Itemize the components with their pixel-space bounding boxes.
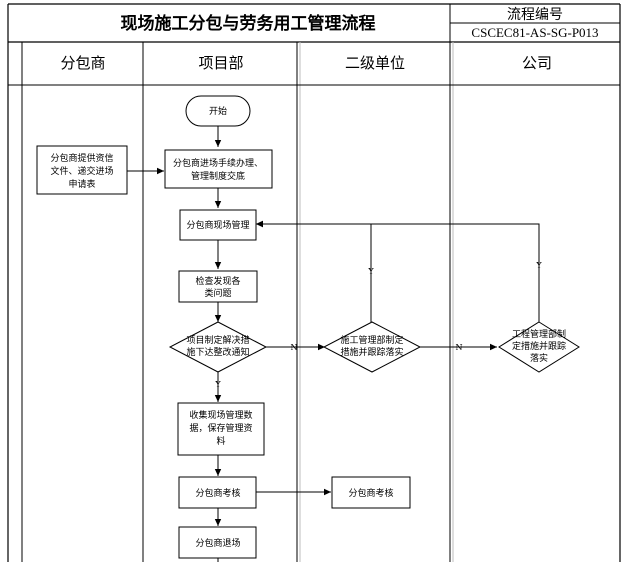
node-exit-label: 分包商退场 <box>195 537 240 549</box>
node-submit-docs-line-1: 分包商提供资信 <box>50 152 113 164</box>
edge-label-yes-company: Y <box>535 261 542 270</box>
node-entry-procedures-line-1: 分包商进场手续办理、 <box>173 157 263 169</box>
lane-header-project: 项目部 <box>198 54 243 72</box>
node-project-rectify-decision: 项目制定解决措 施下达整改通知 <box>168 321 268 373</box>
node-collect-data-line-1: 收集现场管理数 <box>189 409 252 421</box>
node-dept-measures-line-1: 施工管理部制定 <box>340 334 403 346</box>
node-inspect-issues-line-1: 检查发现各 <box>195 275 240 287</box>
lane-header-company: 公司 <box>522 54 552 72</box>
lane-header-subcontractor: 分包商 <box>60 54 105 72</box>
node-site-management: 分包商现场管理 <box>179 209 257 241</box>
edge-label-no-1: N <box>291 343 298 352</box>
node-start-label: 开始 <box>209 105 227 117</box>
swimlane-grid <box>8 42 620 562</box>
node-company-measures-line-2: 定措施并跟踪 <box>512 340 566 352</box>
node-dept-measures-decision: 施工管理部制定 措施并跟踪落实 <box>322 321 422 373</box>
node-submit-docs: 分包商提供资信 文件、递交进场 申请表 <box>36 145 128 195</box>
node-company-measures-line-3: 落实 <box>530 352 548 364</box>
node-project-rectify-line-1: 项目制定解决措 <box>186 334 249 346</box>
edge-dept-yes-back <box>256 220 372 322</box>
header: 现场施工分包与劳务用工管理流程 流程编号 CSCEC81-AS-SG-P013 <box>7 3 621 562</box>
node-submit-docs-line-3: 申请表 <box>68 178 95 190</box>
node-company-measures-decision: 工程管理部制 定措施并跟踪 落实 <box>498 321 580 373</box>
process-code-label: 流程编号 <box>507 7 563 23</box>
node-entry-procedures-line-2: 管理制度交底 <box>191 170 245 182</box>
node-assess-secondary-label: 分包商考核 <box>348 487 393 499</box>
node-entry-procedures: 分包商进场手续办理、 管理制度交底 <box>164 149 273 189</box>
node-assess-project-label: 分包商考核 <box>195 487 240 499</box>
edge-label-no-2: N <box>456 343 463 352</box>
node-company-measures-line-1: 工程管理部制 <box>512 328 566 340</box>
lane-header-secondary-unit: 二级单位 <box>345 54 405 72</box>
page-title: 现场施工分包与劳务用工管理流程 <box>121 13 376 34</box>
node-assess-project: 分包商考核 <box>178 476 257 509</box>
node-exit: 分包商退场 <box>178 526 257 559</box>
node-assess-secondary: 分包商考核 <box>331 476 411 509</box>
node-inspect-issues-line-2: 类问题 <box>204 287 231 299</box>
connectors <box>127 126 540 562</box>
node-project-rectify-line-2: 施下达整改通知 <box>186 346 249 358</box>
node-collect-data-line-3: 料 <box>216 435 225 447</box>
edge-label-yes-collect: Y <box>214 380 221 389</box>
lane-headers: 分包商 项目部 二级单位 公司 <box>60 54 552 72</box>
edge-company-yes-back <box>256 220 540 322</box>
node-dept-measures-line-2: 措施并跟踪落实 <box>340 346 403 358</box>
node-submit-docs-line-2: 文件、递交进场 <box>50 165 113 177</box>
edge-labels: N N Y Y Y <box>214 261 542 389</box>
node-inspect-issues: 检查发现各 类问题 <box>178 270 258 303</box>
edge-label-yes-dept: Y <box>367 267 374 276</box>
node-collect-data-line-2: 据，保存管理资 <box>189 422 252 434</box>
node-collect-data: 收集现场管理数 据，保存管理资 料 <box>177 402 265 456</box>
process-code: CSCEC81-AS-SG-P013 <box>471 25 598 40</box>
node-start: 开始 <box>185 95 251 127</box>
node-site-management-label: 分包商现场管理 <box>186 219 249 231</box>
